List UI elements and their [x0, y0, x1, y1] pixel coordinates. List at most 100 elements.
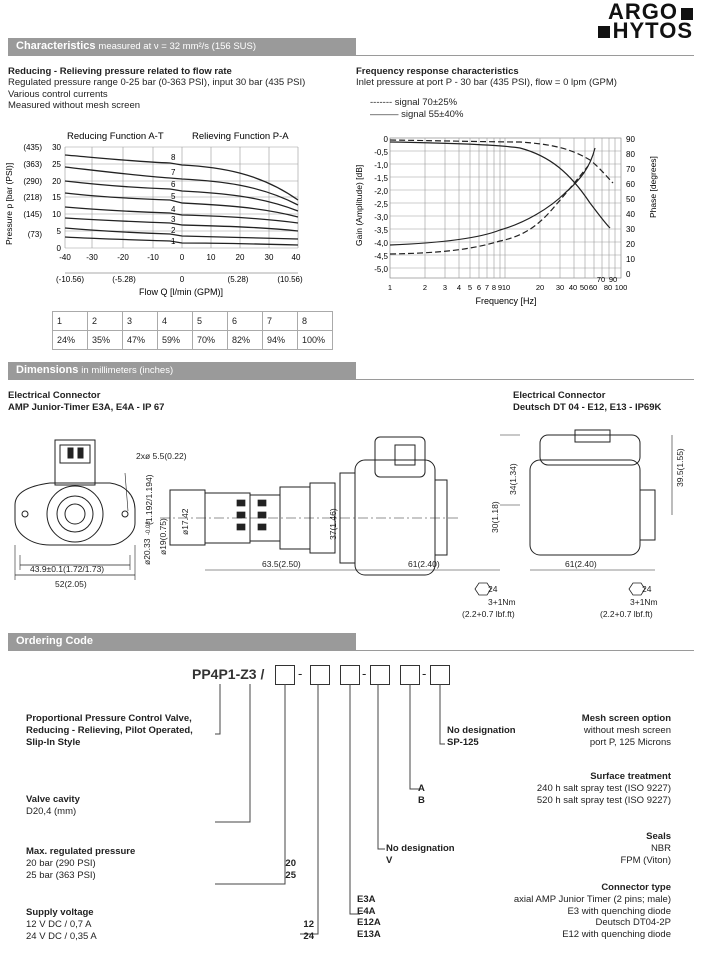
voltage-code: 24 — [303, 930, 314, 942]
y-tick: -0,5 — [374, 148, 388, 157]
connector-label: axial AMP Junior Timer (2 pins; male) — [513, 894, 671, 905]
x-tick: 40 — [292, 253, 301, 262]
code-box-mesh[interactable] — [430, 665, 450, 685]
cavity-value: D20,4 (mm) — [26, 806, 77, 817]
heading-line: Electrical Connector — [8, 390, 101, 401]
voltage-label: 24 V DC / 0,35 A — [26, 930, 97, 942]
legend-text: signal 70±25% — [394, 97, 458, 108]
x-tick: 10 — [502, 283, 510, 292]
mesh-code: No designation — [447, 725, 516, 736]
x-tick: 30 — [265, 253, 274, 262]
section-dimensions-bar: Dimensions in millimeters (inches) — [8, 362, 356, 379]
pressure-flow-line-2: Various control currents — [8, 88, 108, 100]
dim-hex-1: 24 — [488, 584, 498, 594]
pressure-flow-line-1: Regulated pressure range 0-25 bar (0-363… — [8, 77, 306, 88]
y-tick-psi: (145) — [23, 210, 42, 219]
chart-label-relieving: Relieving Function P-A — [192, 131, 289, 142]
surface-label: 520 h salt spray test (ISO 9227) — [536, 794, 671, 806]
y-axis-label: Pressure p [bar (PSI)] — [4, 163, 14, 245]
code-box-voltage[interactable] — [310, 665, 330, 685]
x-tick: 60 — [589, 283, 597, 292]
legend-text: signal 55±40% — [401, 108, 464, 120]
dim-torque-ft-1: (2.2+0.7 lbf.ft) — [462, 609, 515, 619]
seals-label: NBR — [650, 843, 671, 854]
frequency-response-chart: 0 -0,5 -1,0 -1,5 -2,0 -2,5 -3,0 -3,5 -4,… — [354, 135, 658, 306]
x-tick: 20 — [236, 253, 245, 262]
y-tick: -5,0 — [374, 265, 388, 274]
table-cell: 4 — [157, 311, 193, 331]
surface-code: A — [418, 783, 425, 794]
pressure-flow-description: Reducing - Relieving pressure related to… — [8, 66, 348, 112]
frequency-legend: ------- signal 70±25% ——— signal 55±40% — [370, 97, 463, 120]
seals-code: V — [386, 854, 393, 866]
y-tick-psi: (435) — [23, 143, 42, 152]
voltage-code: 12 — [303, 919, 314, 930]
code-box-connector[interactable] — [340, 665, 360, 685]
valve-cavity: Valve cavity D20,4 (mm) — [26, 794, 80, 818]
mesh-label: without mesh screen — [583, 725, 671, 736]
mesh-title: Mesh screen option — [581, 713, 671, 724]
y-axis-label-phase: Phase [degrees] — [648, 156, 658, 218]
mesh-label: port P, 125 Microns — [589, 736, 671, 748]
y-tick: 0 — [57, 244, 62, 253]
y-tick: 5 — [57, 227, 62, 236]
connector-heading-amp: Electrical Connector AMP Junior-Timer E3… — [8, 390, 164, 414]
x-tick: 9 — [498, 283, 502, 292]
seals-title: Seals — [646, 831, 671, 842]
code-box-seals[interactable] — [370, 665, 390, 685]
heading-line: Electrical Connector — [513, 390, 606, 401]
frequency-heading: Frequency response characteristics — [356, 66, 519, 77]
frequency-line: Inlet pressure at port P - 30 bar (435 P… — [356, 77, 617, 88]
x-tick: -10 — [147, 253, 159, 262]
surface-code: B — [418, 794, 425, 806]
table-cell: 1 — [52, 311, 88, 331]
desc-line: Proportional Pressure Control Valve, — [26, 713, 192, 724]
code-dash: - — [298, 666, 303, 681]
curve-label: 6 — [171, 180, 176, 189]
table-cell: 59% — [157, 330, 193, 350]
section-ordering-bar: Ordering Code — [8, 633, 356, 650]
dim-torque-1: 3+1Nm — [488, 597, 516, 607]
dim-torque-ft-2: (2.2+0.7 lbf.ft) — [600, 609, 653, 619]
x-tick: -20 — [117, 253, 129, 262]
dim-diameter-tolerance: -0.03 — [146, 521, 152, 535]
x-axis-label: Flow Q [l/min (GPM)] — [139, 287, 223, 297]
code-box-surface[interactable] — [400, 665, 420, 685]
y-tick: -1,0 — [374, 161, 388, 170]
dim-torque-2: 3+1Nm — [630, 597, 658, 607]
pressure-flow-heading: Reducing - Relieving pressure related to… — [8, 66, 232, 77]
table-cell: 70% — [192, 330, 228, 350]
curve-label: 1 — [171, 237, 176, 246]
curve-label: 2 — [171, 226, 176, 235]
x-tick: 4 — [457, 283, 461, 292]
x-tick: 6 — [477, 283, 481, 292]
x-tick: 5 — [468, 283, 472, 292]
dim-hex-2: 24 — [642, 584, 652, 594]
curve-label: 4 — [171, 205, 176, 214]
pressure-title: Max. regulated pressure — [26, 846, 136, 857]
x-tick: 3 — [443, 283, 447, 292]
y-tick-right: 60 — [626, 180, 635, 189]
x-tick: 2 — [423, 283, 427, 292]
y-tick-psi: (363) — [23, 160, 42, 169]
code-box-pressure[interactable] — [275, 665, 295, 685]
curve-label: 8 — [171, 153, 176, 162]
y-tick-right: 0 — [626, 270, 631, 279]
dim-width-2: 52(2.05) — [55, 579, 87, 589]
connector-code: E3A — [357, 894, 376, 905]
y-tick-psi: (73) — [28, 230, 43, 239]
x-tick: 7 — [485, 283, 489, 292]
section-rule — [8, 379, 694, 380]
y-tick-right: 70 — [626, 165, 635, 174]
chart-label-reducing: Reducing Function A-T — [67, 131, 164, 142]
dim-height-2: 30(1.18) — [490, 501, 500, 533]
dim-height-4: 39.5(1.55) — [675, 448, 685, 487]
y-tick: 0 — [384, 135, 389, 144]
section-title: Characteristics — [16, 40, 96, 52]
dim-diameter-1: ø20.33 — [142, 538, 152, 565]
x-tick-gpm: (-10.56) — [56, 275, 84, 284]
dim-height-3: 34(1.34) — [508, 463, 518, 495]
section-rule — [8, 55, 694, 56]
section-rule — [8, 650, 694, 651]
